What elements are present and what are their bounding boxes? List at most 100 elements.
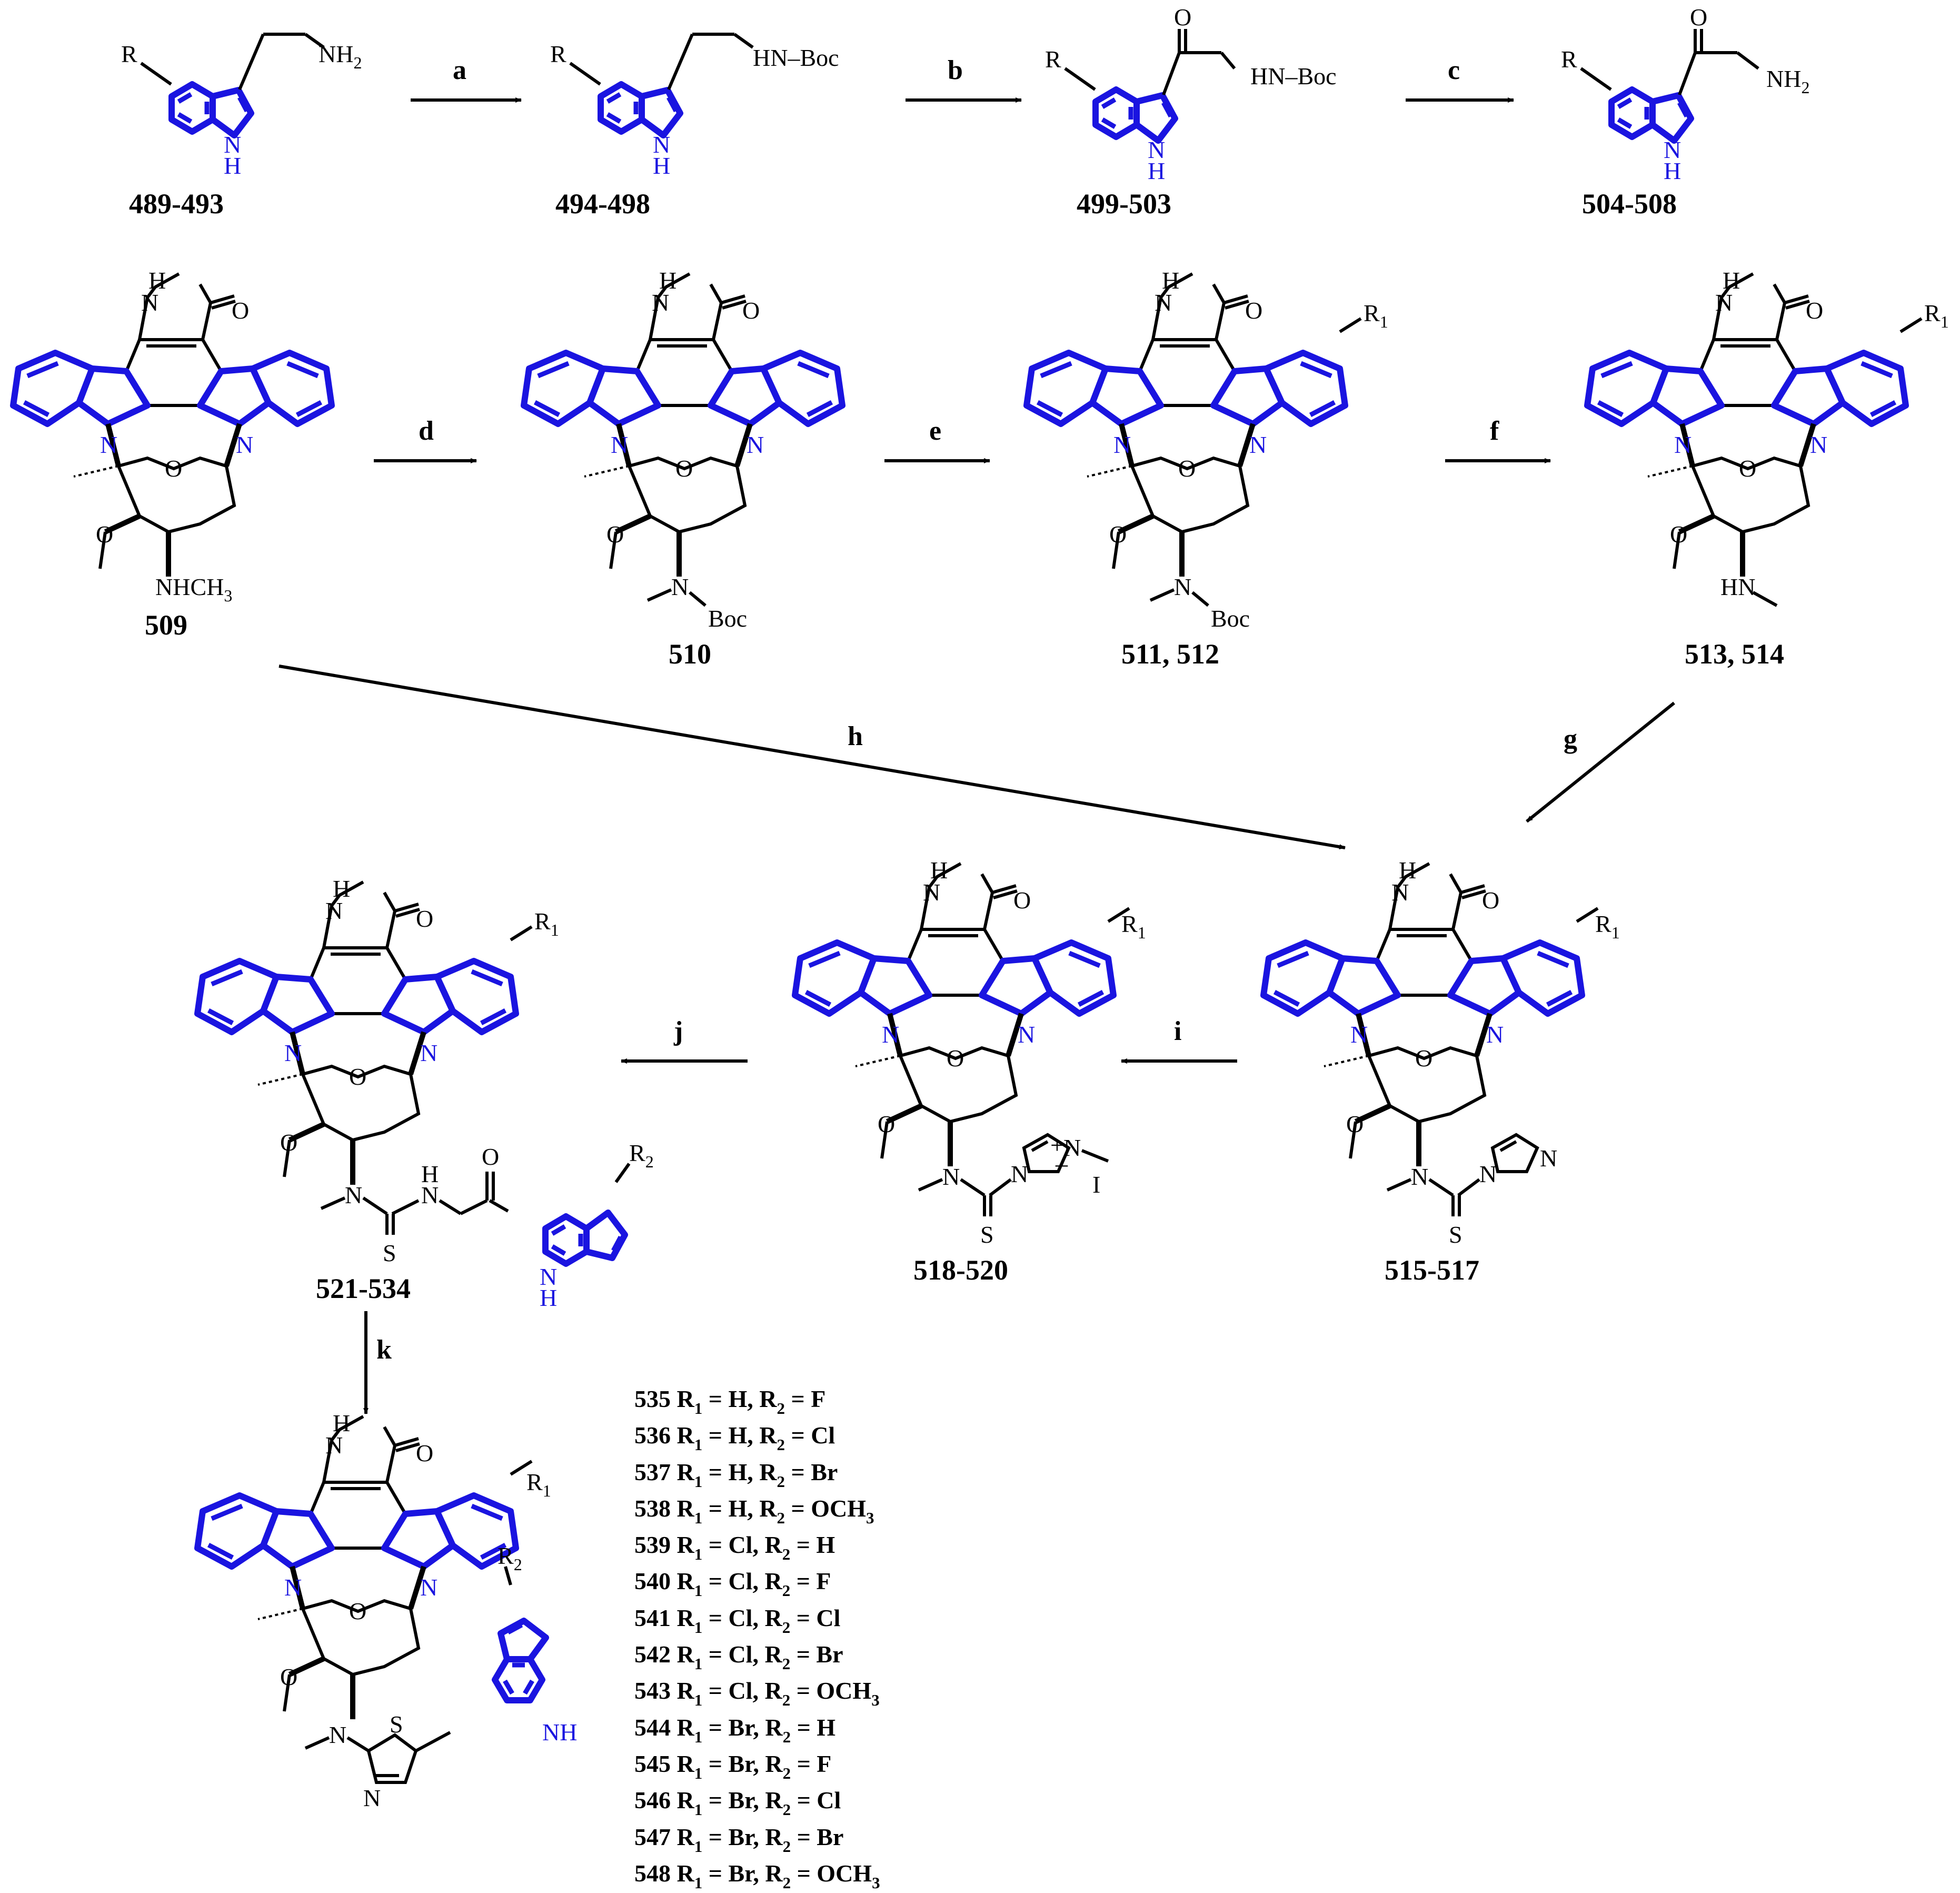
atom-label: R2 <box>629 1139 654 1171</box>
atom-label: N <box>1411 1163 1428 1190</box>
atom-label: N <box>882 1021 899 1048</box>
atom-label: O <box>1174 4 1191 31</box>
atom-label: N <box>653 131 670 158</box>
molecule-513-core <box>1587 274 1906 577</box>
atom-label: S <box>383 1240 396 1266</box>
compound-label-504-508: 504-508 <box>1582 188 1677 220</box>
step-label-j: j <box>673 1016 683 1046</box>
legend-row-542: 542 R1 = Cl, R2 = Br <box>634 1641 843 1673</box>
legend-r2-value: Br <box>816 1641 843 1668</box>
atom-label: R1 <box>1364 300 1388 331</box>
legend-row-537: 537 R1 = H, R2 = Br <box>634 1458 838 1491</box>
legend-row-545: 545 R1 = Br, R2 = F <box>634 1750 832 1782</box>
atom-label: HN–Boc <box>1250 63 1337 90</box>
step-label-a: a <box>453 55 466 85</box>
atom-label: O <box>280 1663 297 1690</box>
atom-label: N <box>329 1721 346 1748</box>
legend-r2-value: Br <box>811 1458 838 1485</box>
legend-row-539: 539 R1 = Cl, R2 = H <box>634 1531 835 1564</box>
step-label-d: d <box>419 416 434 446</box>
molecule-511-core <box>1027 274 1345 577</box>
atom-label: O <box>482 1143 499 1170</box>
molecule-510-core <box>524 274 842 577</box>
reaction-arrow-h <box>278 665 1346 850</box>
atom-label: H <box>1664 157 1681 184</box>
step-label-c: c <box>1448 55 1460 85</box>
compound-label-510: 510 <box>669 638 711 670</box>
atom-label: N <box>224 131 241 158</box>
atom-label: NH <box>542 1719 577 1746</box>
legend-r2-value: F <box>817 1750 832 1777</box>
atom-label: NHCH3 <box>155 573 232 605</box>
legend-r2-value: F <box>811 1385 826 1412</box>
atom-label: N <box>942 1163 960 1190</box>
step-label-i: i <box>1174 1016 1181 1046</box>
atom-label: H <box>333 875 350 902</box>
atom-label: N <box>421 1182 439 1208</box>
atom-label: HN–Boc <box>753 44 839 71</box>
atom-label: O <box>1415 1045 1432 1072</box>
atom-label: N <box>1011 1161 1028 1187</box>
legend-r1-value: Cl <box>728 1677 753 1704</box>
atom-label: O <box>675 455 693 482</box>
legend-row-544: 544 R1 = Br, R2 = H <box>634 1713 836 1746</box>
atom-label: S <box>980 1221 994 1248</box>
atom-label: N <box>236 431 253 458</box>
atom-label: O <box>280 1129 297 1156</box>
atom-label: O <box>232 297 249 324</box>
atom-label: N <box>1674 431 1692 458</box>
legend-compound-id: 544 <box>634 1713 671 1741</box>
atom-label: H <box>1148 157 1165 184</box>
atom-label: N <box>345 1182 362 1208</box>
legend-compound-id: 537 <box>634 1458 671 1485</box>
atom-label: H <box>1399 857 1416 884</box>
atom-label: H <box>1162 267 1179 294</box>
legend-compound-id: 546 <box>634 1787 671 1814</box>
atom-label: N <box>1664 136 1681 163</box>
atom-label: N <box>284 1039 302 1066</box>
legend-r1-value: Cl <box>728 1531 753 1559</box>
atom-label: O <box>349 1598 366 1624</box>
legend-r2-value: H <box>817 1713 836 1741</box>
atom-label: R <box>1561 46 1577 73</box>
atom-label: R1 <box>534 908 559 939</box>
legend-r1-value: H <box>728 1458 748 1485</box>
atom-label: N <box>611 431 628 458</box>
atom-label: N <box>363 1785 381 1811</box>
atom-label: O <box>1346 1111 1364 1137</box>
legend-r1-value: Cl <box>728 1641 753 1668</box>
atom-label: S <box>390 1711 403 1738</box>
legend-compound-id: 547 <box>634 1823 671 1850</box>
atom-label: O <box>606 521 624 548</box>
legend-r2-value: H <box>816 1531 835 1559</box>
atom-label: HN <box>1720 573 1755 600</box>
atom-label: N <box>325 897 343 924</box>
compound-label-513-514: 513, 514 <box>1685 638 1784 670</box>
atom-label: N <box>1479 1161 1497 1187</box>
legend-compound-id: 535 <box>634 1385 671 1412</box>
legend-r2-value: Cl <box>816 1604 841 1631</box>
atom-label: N <box>1540 1145 1557 1172</box>
atom-label: N <box>1148 136 1165 163</box>
legend-r1-value: Cl <box>728 1604 753 1631</box>
legend-r2-value: OCH3 <box>811 1494 874 1527</box>
molecule-499-indole <box>1096 90 1175 141</box>
atom-label: O <box>742 297 760 324</box>
compound-label-494-498: 494-498 <box>555 188 650 220</box>
legend-r2-value: OCH3 <box>816 1677 880 1710</box>
atom-label: O <box>878 1111 895 1137</box>
atom-label: O <box>416 1440 433 1466</box>
compound-label-499-503: 499-503 <box>1077 188 1171 220</box>
compound-label-518-520: 518-520 <box>913 1254 1008 1286</box>
compound-label-489-493: 489-493 <box>129 188 224 220</box>
atom-label: S <box>1449 1221 1462 1248</box>
legend-r1-value: Br <box>728 1713 753 1741</box>
atom-label: R1 <box>1121 910 1146 942</box>
atom-label: R <box>1045 46 1061 73</box>
atom-label: H <box>224 152 241 179</box>
legend-row-543: 543 R1 = Cl, R2 = OCH3 <box>634 1677 880 1710</box>
atom-label: – <box>1055 1150 1068 1177</box>
reaction-arrow-g <box>1526 701 1675 823</box>
